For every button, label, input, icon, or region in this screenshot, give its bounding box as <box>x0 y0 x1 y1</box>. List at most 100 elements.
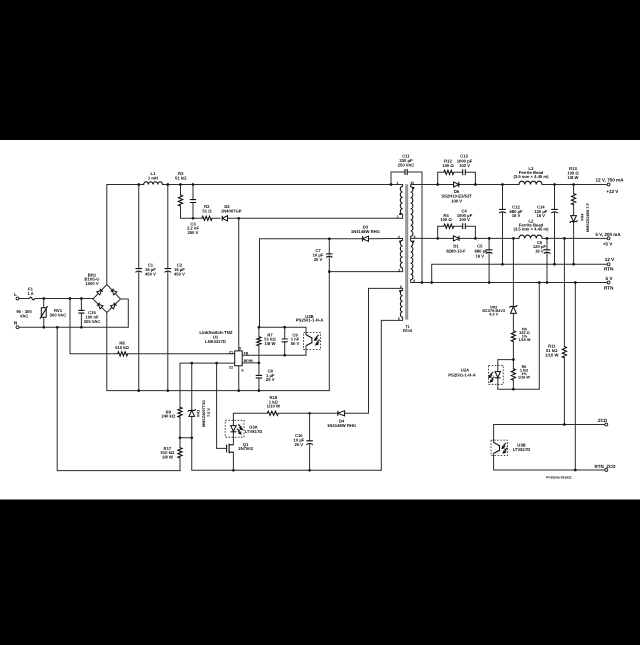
svg-text:9: 9 <box>413 279 415 283</box>
svg-text:D1: D1 <box>453 243 459 248</box>
svg-text:MMSZ5248B-7-F: MMSZ5248B-7-F <box>586 202 590 232</box>
svg-text:25 V: 25 V <box>314 257 323 262</box>
svg-text:(3.5 mm × 4.45 m): (3.5 mm × 4.45 m) <box>513 227 549 232</box>
svg-text:L2: L2 <box>529 219 535 224</box>
svg-text:PI-9324a-031621: PI-9324a-031621 <box>546 475 572 479</box>
svg-text:16 V: 16 V <box>535 248 544 253</box>
svg-text:S: S <box>241 369 244 373</box>
svg-text:51 kΩ: 51 kΩ <box>546 348 558 353</box>
svg-text:51 kΩ: 51 kΩ <box>175 176 187 181</box>
svg-text:12 V: 12 V <box>605 257 615 262</box>
svg-text:R11: R11 <box>548 344 556 349</box>
svg-text:C8: C8 <box>268 368 274 373</box>
svg-text:16 µF: 16 µF <box>174 267 185 272</box>
svg-text:6: 6 <box>400 285 402 289</box>
svg-text:1%: 1% <box>521 372 527 376</box>
svg-text:25 V: 25 V <box>266 377 275 382</box>
svg-text:+5 V: +5 V <box>603 241 614 246</box>
svg-text:D6: D6 <box>454 189 460 194</box>
svg-text:C15: C15 <box>88 310 96 315</box>
svg-text:1 mH: 1 mH <box>148 176 158 181</box>
svg-text:LNK3317D: LNK3317D <box>205 339 226 344</box>
svg-text:R3: R3 <box>178 171 184 176</box>
svg-text:16 µF: 16 µF <box>145 267 156 272</box>
svg-text:EE19: EE19 <box>403 329 412 333</box>
svg-text:8: 8 <box>414 235 416 239</box>
svg-text:VR4: VR4 <box>581 213 585 221</box>
svg-text:R12: R12 <box>444 158 452 163</box>
svg-text:1/10 W: 1/10 W <box>545 352 558 357</box>
svg-text:BP/M: BP/M <box>244 359 253 363</box>
svg-text:100 Ω: 100 Ω <box>442 163 454 168</box>
svg-text:1000 pF: 1000 pF <box>457 213 473 218</box>
svg-text:R18: R18 <box>269 395 277 400</box>
svg-text:PS2501-1-H-A: PS2501-1-H-A <box>448 373 475 378</box>
svg-text:8280-13-F: 8280-13-F <box>446 249 466 254</box>
svg-text:C10: C10 <box>295 433 303 438</box>
svg-text:FB: FB <box>244 351 249 355</box>
svg-text:1 kΩ: 1 kΩ <box>269 399 279 404</box>
svg-text:1 nF: 1 nF <box>291 337 300 342</box>
svg-text:RTN: RTN <box>604 266 614 271</box>
svg-text:F1: F1 <box>28 287 34 292</box>
svg-text:Ferrite Bead: Ferrite Bead <box>519 223 544 228</box>
svg-text:C1: C1 <box>148 263 154 268</box>
svg-text:100 V: 100 V <box>459 163 470 168</box>
svg-text:1: 1 <box>396 181 398 185</box>
svg-text:1N4148W RHG: 1N4148W RHG <box>327 423 356 428</box>
svg-text:MMSZ4697T3G: MMSZ4697T3G <box>202 400 206 427</box>
svg-text:C3: C3 <box>190 221 196 226</box>
svg-text:C9: C9 <box>292 332 298 337</box>
svg-text:D3: D3 <box>363 225 369 230</box>
svg-text:C11: C11 <box>402 154 410 159</box>
svg-text:Q1: Q1 <box>243 442 249 447</box>
svg-text:305 VAC: 305 VAC <box>84 319 101 324</box>
svg-text:VAC: VAC <box>20 313 29 318</box>
svg-text:680 µF: 680 µF <box>509 209 523 214</box>
svg-text:4: 4 <box>398 235 400 239</box>
svg-text:250 V: 250 V <box>188 230 199 235</box>
svg-text:16 V: 16 V <box>475 254 484 259</box>
svg-text:C6: C6 <box>537 240 543 245</box>
svg-text:N: N <box>14 321 18 326</box>
svg-text:C7: C7 <box>315 248 321 253</box>
svg-text:10: 10 <box>410 181 414 185</box>
svg-text:16 V: 16 V <box>512 213 521 218</box>
svg-text:1000 pF: 1000 pF <box>457 158 473 163</box>
svg-text:2.2 nF: 2.2 nF <box>187 226 200 231</box>
svg-text:332 Ω: 332 Ω <box>519 331 529 335</box>
svg-text:100 Ω: 100 Ω <box>567 171 579 176</box>
svg-text:100 V: 100 V <box>451 199 462 204</box>
svg-text:U3B: U3B <box>517 442 525 447</box>
svg-text:R2: R2 <box>204 204 210 209</box>
svg-text:ZCD: ZCD <box>598 418 608 423</box>
svg-text:R13: R13 <box>569 166 577 171</box>
svg-text:PS2501-1-H-A: PS2501-1-H-A <box>296 318 323 323</box>
svg-text:L3: L3 <box>529 166 535 171</box>
svg-text:120 µF: 120 µF <box>534 209 548 214</box>
svg-text:D: D <box>239 347 242 351</box>
svg-text:1 A: 1 A <box>27 291 33 296</box>
svg-text:U1: U1 <box>213 335 219 340</box>
svg-text:12 V, 750 mA: 12 V, 750 mA <box>596 178 625 183</box>
svg-text:300 VAC: 300 VAC <box>50 312 67 317</box>
svg-text:450 V: 450 V <box>174 272 185 277</box>
svg-text:1/16 W: 1/16 W <box>518 338 530 342</box>
svg-text:Z2: Z2 <box>229 366 233 370</box>
svg-text:100 V: 100 V <box>459 217 470 222</box>
svg-text:D2: D2 <box>224 204 230 209</box>
svg-text:50 V: 50 V <box>291 341 300 346</box>
svg-text:1/10 W: 1/10 W <box>267 404 280 409</box>
svg-text:7.5 V: 7.5 V <box>207 408 211 417</box>
svg-text:VR2: VR2 <box>490 306 497 310</box>
svg-text:BZX79-B4V3: BZX79-B4V3 <box>482 309 505 313</box>
svg-text:1/8 W: 1/8 W <box>265 341 276 346</box>
svg-text:B10S-G: B10S-G <box>84 277 99 282</box>
svg-text:2N7002: 2N7002 <box>238 446 253 451</box>
svg-text:25 V: 25 V <box>294 442 303 447</box>
svg-text:R17: R17 <box>164 446 172 451</box>
svg-text:3: 3 <box>398 268 400 272</box>
svg-text:T1: T1 <box>405 325 409 329</box>
svg-text:D4: D4 <box>339 418 345 423</box>
svg-text:LinkSwitch-TNZ: LinkSwitch-TNZ <box>199 330 232 335</box>
